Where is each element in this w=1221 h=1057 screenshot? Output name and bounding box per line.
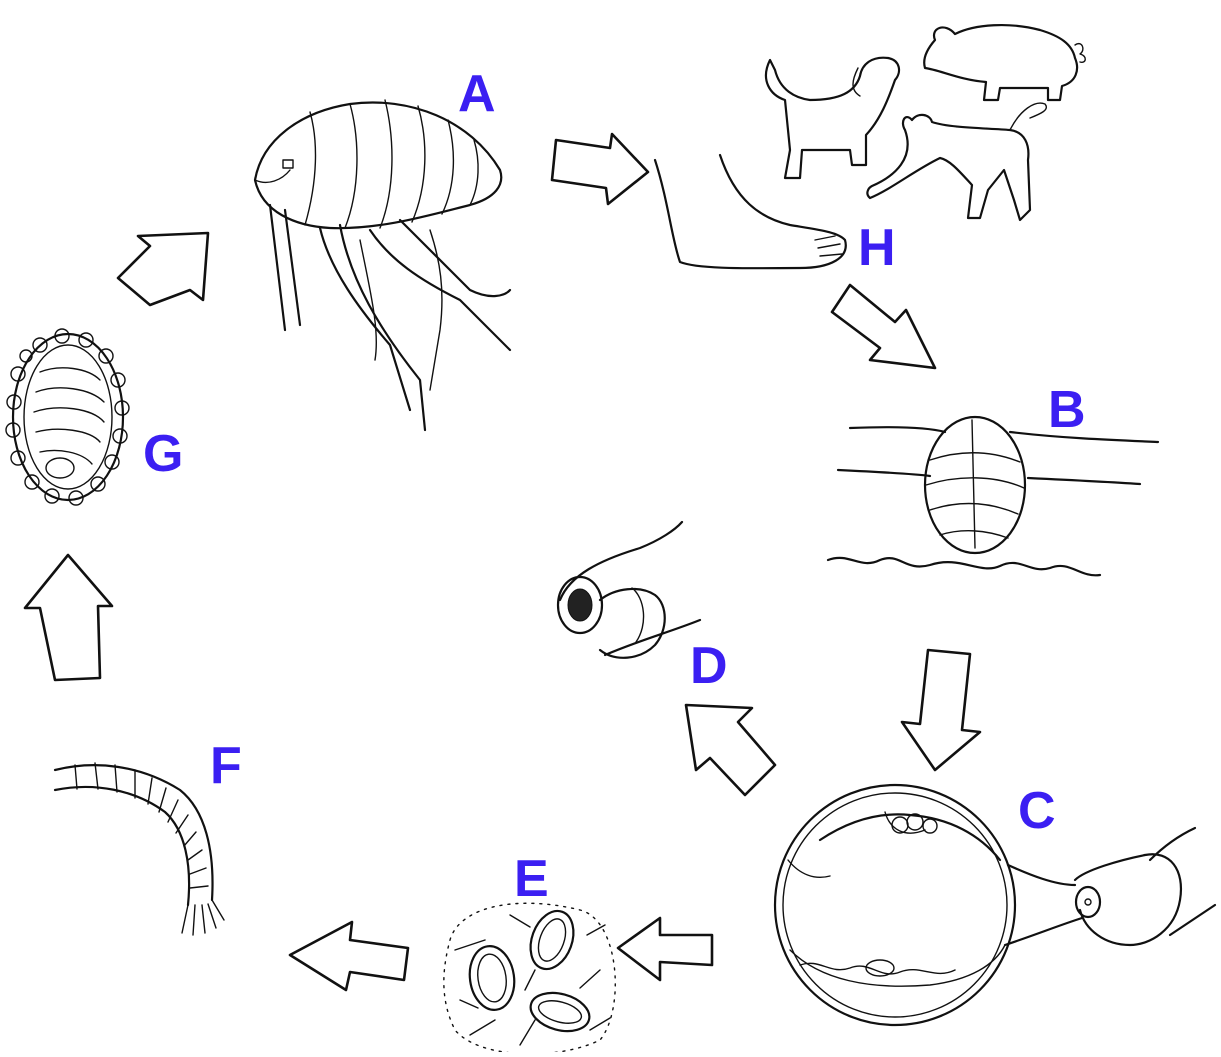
- arrow-g-to-a: [118, 233, 208, 305]
- eggs-illustration: [444, 903, 615, 1052]
- label-c: C: [1018, 785, 1056, 837]
- dog-silhouette: [766, 58, 899, 178]
- arrow-f-to-g: [25, 555, 112, 680]
- label-e: E: [514, 853, 549, 905]
- pupa-cocoon-illustration: [6, 329, 129, 505]
- pig-silhouette: [924, 25, 1077, 100]
- toe-sketch: [1075, 854, 1181, 945]
- label-h: H: [858, 222, 896, 274]
- human-foot: [655, 155, 846, 268]
- embedded-flea-illustration: [828, 417, 1158, 575]
- label-g: G: [143, 428, 183, 480]
- arrow-h-to-b: [832, 285, 935, 368]
- label-b: B: [1048, 384, 1086, 436]
- cat-silhouette: [867, 115, 1030, 220]
- arrow-e-to-f: [290, 922, 408, 990]
- toe-lesion-illustration: [558, 522, 700, 658]
- label-a: A: [458, 68, 496, 120]
- arrow-b-to-c: [902, 650, 980, 770]
- arrow-c-to-e: [618, 918, 712, 980]
- label-f: F: [210, 740, 242, 792]
- arrow-a-to-h: [552, 134, 648, 204]
- adult-flea-illustration: [255, 100, 510, 430]
- gravid-flea-cross-section: [775, 785, 1215, 1025]
- label-d: D: [690, 640, 728, 692]
- larva-illustration: [55, 763, 224, 935]
- arrow-c-to-d: [686, 705, 775, 795]
